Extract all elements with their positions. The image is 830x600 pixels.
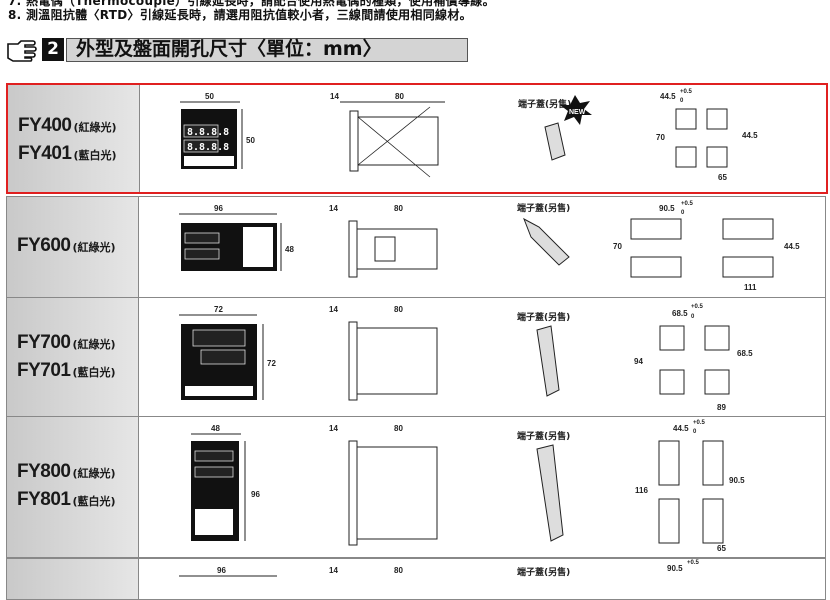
depth-front-label: 14 (329, 305, 338, 314)
new-badge: NEW (569, 109, 586, 116)
tolerance-zero: 0 (680, 98, 684, 104)
cutout-width-label: 68.5 (672, 309, 688, 318)
dimension-drawing: 96 14 80 端子蓋(另售) 90.5 +0.5 (179, 560, 700, 578)
tolerance-label: +0.5 (687, 560, 700, 566)
front-height-label: 96 (251, 490, 260, 499)
model-name: FY800(紅綠光) (17, 461, 116, 482)
tolerance-label: +0.5 (680, 89, 693, 95)
tolerance-label: +0.5 (693, 420, 706, 426)
depth-body-label: 80 (394, 305, 403, 314)
model-cell (7, 559, 139, 599)
tolerance-zero: 0 (691, 314, 695, 320)
depth-body-label: 80 (394, 566, 403, 575)
pitch-vertical-label: 94 (634, 357, 643, 366)
section-title-bar (66, 38, 468, 62)
depth-body-label: 80 (395, 92, 404, 101)
section-number: 2 (42, 38, 64, 61)
pitch-vertical-label: 70 (613, 242, 622, 251)
cutout-height-label: 68.5 (737, 349, 753, 358)
row-fy700: FY700(紅綠光) FY701(藍白光) 72 72 14 80 端子蓋(另售… (6, 297, 826, 417)
front-width-label: 48 (211, 424, 220, 433)
pitch-horizontal-label: 89 (717, 403, 726, 412)
model-name: FY401(藍白光) (18, 143, 117, 164)
pitch-horizontal-label: 111 (744, 283, 757, 292)
depth-front-label: 14 (330, 92, 339, 101)
row-partial: 96 14 80 端子蓋(另售) 90.5 +0.5 (6, 558, 826, 600)
dimension-drawing: 72 72 14 80 端子蓋(另售) 68.5 +0.5 0 94 68.5 … (179, 304, 753, 412)
pitch-horizontal-label: 65 (717, 544, 726, 553)
dimension-drawing: 50 8.8.8.8 8.8.8.8 50 14 80 端子蓋(另售) NEW … (180, 89, 758, 182)
depth-body-label: 80 (394, 204, 403, 213)
depth-front-label: 14 (329, 566, 338, 575)
pitch-vertical-label: 116 (635, 486, 648, 495)
terminal-cover-label: 端子蓋(另售) (517, 430, 570, 442)
pitch-vertical-label: 70 (656, 133, 665, 142)
depth-body-label: 80 (394, 424, 403, 433)
cutout-height-label: 44.5 (742, 131, 758, 140)
section-title: 外型及盤面開孔尺寸〈單位：mm〉 (76, 38, 382, 60)
front-width-label: 72 (214, 305, 223, 314)
svg-text:8.8.8.8: 8.8.8.8 (187, 127, 229, 138)
tolerance-zero: 0 (693, 429, 697, 435)
cutout-width-label: 44.5 (660, 92, 676, 101)
dimension-drawing: 96 48 14 80 端子蓋(另售) 90.5 +0.5 0 70 44.5 … (179, 201, 800, 292)
dimension-drawing: 48 96 14 80 端子蓋(另售) 44.5 +0.5 0 116 90.5… (191, 420, 745, 553)
tolerance-label: +0.5 (691, 304, 704, 310)
row-fy600: FY600(紅綠光) 96 48 14 80 端子蓋(另售) 90.5 +0.5… (6, 196, 826, 298)
front-height-label: 48 (285, 245, 294, 254)
note-8: 8. 測溫阻抗體〈RTD〉引線延長時，請選用阻抗值較小者，三線間請使用相同線材。 (8, 8, 472, 22)
front-height-label: 72 (267, 359, 276, 368)
svg-text:8.8.8.8: 8.8.8.8 (187, 142, 229, 153)
model-name: FY701(藍白光) (17, 360, 116, 381)
terminal-cover-label: 端子蓋(另售) (518, 98, 571, 110)
pointing-hand-icon (7, 40, 37, 62)
terminal-cover-label: 端子蓋(另售) (517, 566, 570, 578)
cutout-height-label: 44.5 (784, 242, 800, 251)
depth-front-label: 14 (329, 424, 338, 433)
model-cell: FY400(紅綠光) FY401(藍白光) (8, 85, 140, 192)
terminal-cover-label: 端子蓋(另售) (517, 311, 570, 323)
section-header: 2 外型及盤面開孔尺寸〈單位：mm〉 (6, 38, 468, 62)
pitch-horizontal-label: 65 (718, 173, 727, 182)
model-name: FY700(紅綠光) (17, 332, 116, 353)
model-cell: FY800(紅綠光) FY801(藍白光) (7, 417, 139, 557)
row-fy400: FY400(紅綠光) FY401(藍白光) 50 8.8.8.8 8.8.8.8… (6, 83, 828, 194)
model-name: FY400(紅綠光) (18, 115, 117, 136)
cutout-width-label: 90.5 (667, 564, 683, 573)
model-cell: FY600(紅綠光) (7, 197, 139, 297)
row-fy800: FY800(紅綠光) FY801(藍白光) 48 96 14 80 端子蓋(另售… (6, 416, 826, 558)
model-cell: FY700(紅綠光) FY701(藍白光) (7, 298, 139, 416)
front-width-label: 50 (205, 92, 214, 101)
front-width-label: 96 (217, 566, 226, 575)
cutout-width-label: 90.5 (659, 204, 675, 213)
front-height-label: 50 (246, 136, 255, 145)
model-name: FY600(紅綠光) (17, 235, 116, 256)
front-width-label: 96 (214, 204, 223, 213)
note-7: 7. 熱電偶（Thermocouple）引線延長時，請配合使用熱電偶的種類，使用… (8, 0, 495, 8)
model-name: FY801(藍白光) (17, 489, 116, 510)
tolerance-zero: 0 (681, 210, 685, 216)
terminal-cover-label: 端子蓋(另售) (517, 202, 570, 214)
depth-front-label: 14 (329, 204, 338, 213)
cutout-width-label: 44.5 (673, 424, 689, 433)
cutout-height-label: 90.5 (729, 476, 745, 485)
tolerance-label: +0.5 (681, 201, 694, 207)
